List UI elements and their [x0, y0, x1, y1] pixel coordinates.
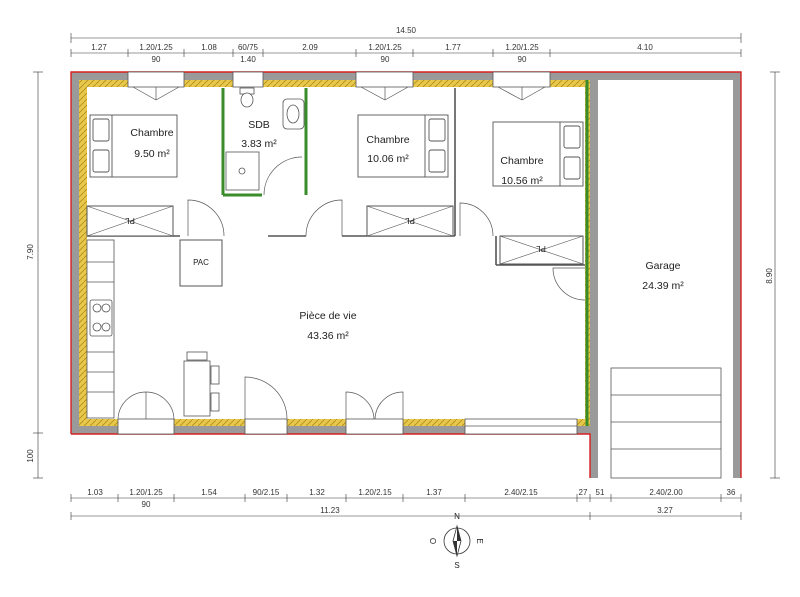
room-area-sdb: 3.83 m²: [241, 138, 277, 150]
dim-left-lower: 100: [26, 449, 35, 463]
dim-top-1: 1.27: [91, 43, 107, 52]
room-area-chambre-1: 9.50 m²: [134, 148, 170, 160]
dim-bottom-4: 90/2.15: [253, 488, 280, 497]
placard-label-1: PL: [125, 216, 135, 225]
placard-label-3: PL: [536, 244, 546, 253]
compass-n: N: [454, 512, 460, 521]
dim-top-2: 1.20/1.25: [139, 43, 173, 52]
compass-o: O: [429, 538, 438, 544]
room-area-chambre-3: 10.56 m²: [501, 175, 543, 187]
room-name-chambre-1: Chambre: [130, 127, 173, 139]
dim-top-9: 4.10: [637, 43, 653, 52]
room-name-garage: Garage: [645, 260, 680, 272]
right-dimensions: 8.90: [765, 71, 780, 479]
top-dimensions: 14.50 1.27 1.20/1.25 1.08 60/75 2.09 1.2…: [70, 26, 742, 64]
dim-bottom-total-2: 3.27: [657, 506, 673, 515]
pac-label: PAC: [193, 258, 209, 267]
dim-bottom-8: 2.40/2.15: [504, 488, 538, 497]
dim-left-height: 7.90: [26, 244, 35, 260]
room-labels: Chambre 9.50 m² SDB 3.83 m² Chambre 10.0…: [130, 119, 684, 342]
dim-right-height: 8.90: [765, 268, 774, 284]
dim-top-3: 1.08: [201, 43, 217, 52]
dim-top-sub-3: 90: [381, 55, 390, 64]
dim-top-total: 14.50: [396, 26, 417, 35]
interior-doors: [187, 156, 586, 301]
kitchen: [86, 239, 115, 419]
dim-bottom-total-1: 11.23: [320, 506, 340, 515]
green-walls: [221, 80, 589, 426]
dim-bottom-1: 1.03: [87, 488, 103, 497]
pac-unit: PAC: [179, 239, 223, 287]
room-area-chambre-2: 10.06 m²: [367, 153, 409, 165]
dim-top-sub-1: 90: [152, 55, 161, 64]
dim-bottom-sub-1: 90: [142, 500, 151, 509]
placard-label-2: PL: [405, 216, 415, 225]
dim-bottom-7: 1.37: [426, 488, 442, 497]
dim-bottom-3: 1.54: [201, 488, 217, 497]
dim-bottom-9: 27: [579, 488, 588, 497]
beds: [89, 114, 584, 187]
room-name-sdb: SDB: [248, 119, 270, 131]
windows-top: [127, 71, 551, 101]
dim-top-6: 1.20/1.25: [368, 43, 402, 52]
openings-bottom: [117, 376, 578, 435]
dim-bottom-10: 51: [596, 488, 605, 497]
garage-door: [610, 367, 722, 479]
room-area-garage: 24.39 m²: [642, 280, 684, 292]
dim-bottom-12: 36: [727, 488, 736, 497]
dim-bottom-6: 1.20/2.15: [358, 488, 392, 497]
room-name-chambre-2: Chambre: [366, 134, 409, 146]
dim-top-8: 1.20/1.25: [505, 43, 539, 52]
closets: PL PL PL: [86, 205, 584, 265]
bottom-dimensions: 1.03 1.20/1.25 1.54 90/2.15 1.32 1.20/2.…: [70, 488, 742, 520]
room-name-chambre-3: Chambre: [500, 155, 543, 167]
dining-table: [183, 351, 220, 417]
compass: N S E O: [429, 512, 484, 570]
room-area-piece-de-vie: 43.36 m²: [307, 330, 349, 342]
dim-top-7: 1.77: [445, 43, 461, 52]
compass-s: S: [454, 561, 459, 570]
dim-bottom-11: 2.40/2.00: [649, 488, 683, 497]
left-dimensions: 7.90 100: [26, 71, 43, 479]
room-name-piece-de-vie: Pièce de vie: [299, 310, 356, 322]
dim-top-sub-2: 1.40: [240, 55, 256, 64]
dim-top-5: 2.09: [302, 43, 318, 52]
dim-top-4: 60/75: [238, 43, 259, 52]
dim-bottom-2: 1.20/1.25: [129, 488, 163, 497]
compass-e: E: [475, 538, 484, 543]
dim-bottom-5: 1.32: [309, 488, 325, 497]
bathroom-fixtures: [225, 87, 305, 191]
dim-top-sub-4: 90: [518, 55, 527, 64]
